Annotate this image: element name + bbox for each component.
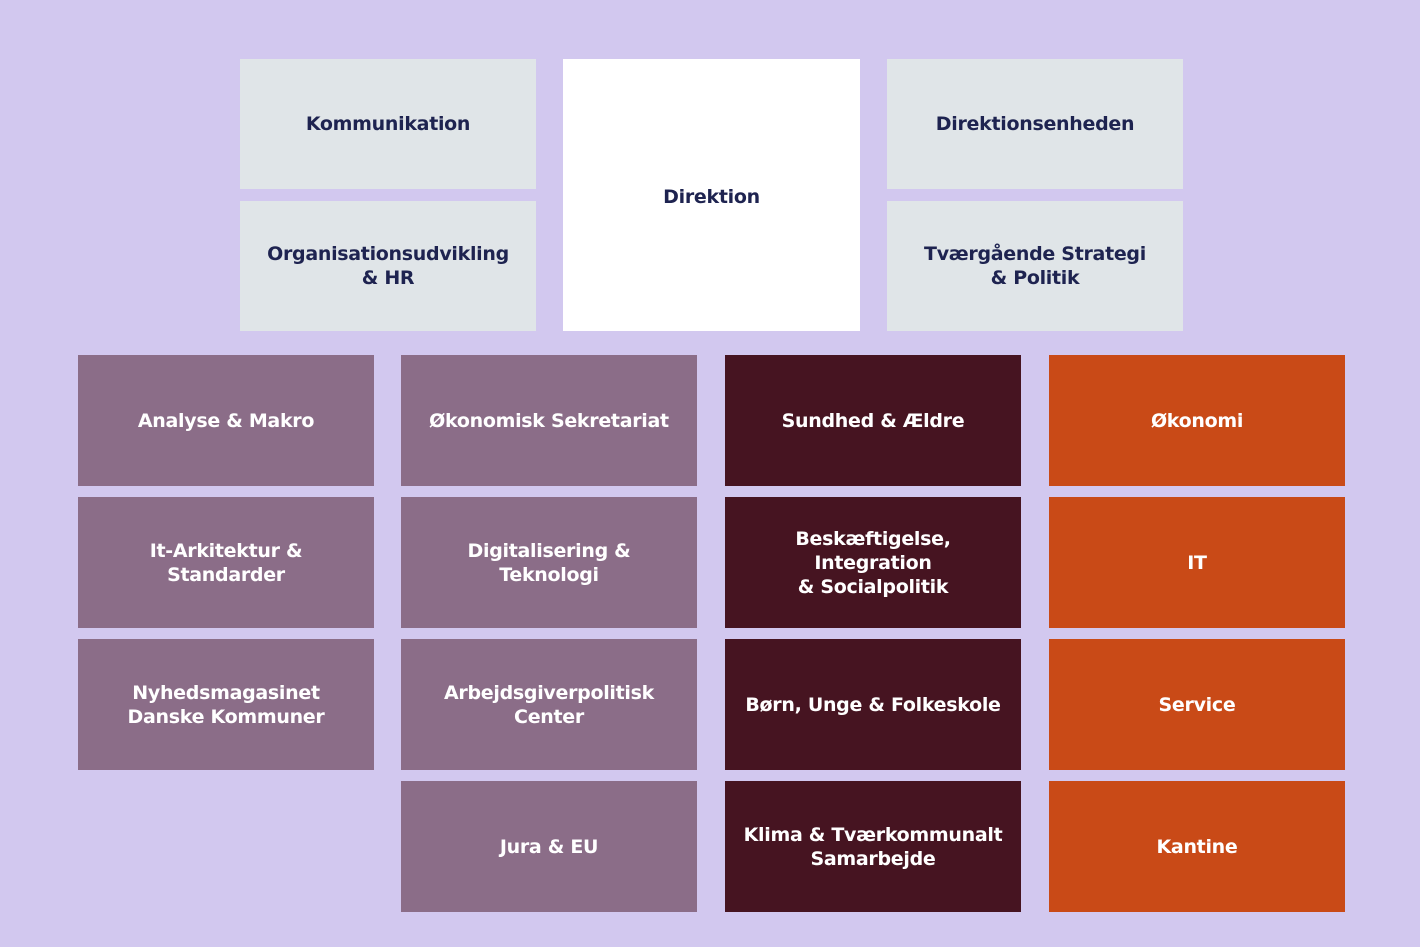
unit-label: Direktion — [663, 186, 760, 208]
department-box: Kantine — [1049, 781, 1345, 912]
department-box: IT — [1049, 497, 1345, 628]
department-box: Arbejdsgiverpolitisk Center — [401, 639, 697, 770]
unit-organisationsudvikling-hr: Organisationsudvikling & HR — [240, 201, 536, 331]
department-label: Service — [1158, 693, 1236, 716]
department-box: It-Arkitektur & Standarder — [78, 497, 374, 628]
department-label: Analyse & Makro — [137, 409, 315, 432]
department-box: Klima & Tværkommunalt Samarbejde — [725, 781, 1021, 912]
department-box: Økonomisk Sekretariat — [401, 355, 697, 486]
department-label: It-Arkitektur & Standarder — [149, 539, 303, 586]
unit-label: Kommunikation — [305, 113, 471, 135]
department-box: Digitalisering & Teknologi — [401, 497, 697, 628]
department-label: Økonomi — [1150, 409, 1244, 432]
department-label: Kantine — [1156, 835, 1238, 858]
department-label: Digitalisering & Teknologi — [467, 539, 631, 586]
department-label: Arbejdsgiverpolitisk Center — [444, 681, 654, 728]
department-box: Service — [1049, 639, 1345, 770]
department-label: Sundhed & Ældre — [781, 409, 965, 432]
unit-label: Direktionsenheden — [935, 113, 1135, 135]
department-box: Børn, Unge & Folkeskole — [725, 639, 1021, 770]
department-box: Økonomi — [1049, 355, 1345, 486]
department-label: Økonomisk Sekretariat — [429, 409, 669, 432]
department-box: Nyhedsmagasinet Danske Kommuner — [78, 639, 374, 770]
department-label: Klima & Tværkommunalt Samarbejde — [743, 823, 1003, 870]
department-box: Sundhed & Ældre — [725, 355, 1021, 486]
unit-kommunikation: Kommunikation — [240, 59, 536, 189]
department-box: Analyse & Makro — [78, 355, 374, 486]
department-label: Børn, Unge & Folkeskole — [745, 693, 1001, 716]
unit-tvaergaende-strategi-politik: Tværgående Strategi & Politik — [887, 201, 1183, 331]
department-label: Beskæftigelse, Integration & Socialpolit… — [795, 527, 951, 598]
department-label: Jura & EU — [499, 835, 599, 858]
department-box: Beskæftigelse, Integration & Socialpolit… — [725, 497, 1021, 628]
department-label: IT — [1187, 551, 1207, 574]
unit-label: Tværgående Strategi & Politik — [924, 243, 1146, 289]
department-box: Jura & EU — [401, 781, 697, 912]
department-label: Nyhedsmagasinet Danske Kommuner — [127, 681, 325, 728]
unit-direktionsenheden: Direktionsenheden — [887, 59, 1183, 189]
unit-label: Organisationsudvikling & HR — [267, 243, 509, 289]
unit-direktion: Direktion — [563, 59, 860, 331]
